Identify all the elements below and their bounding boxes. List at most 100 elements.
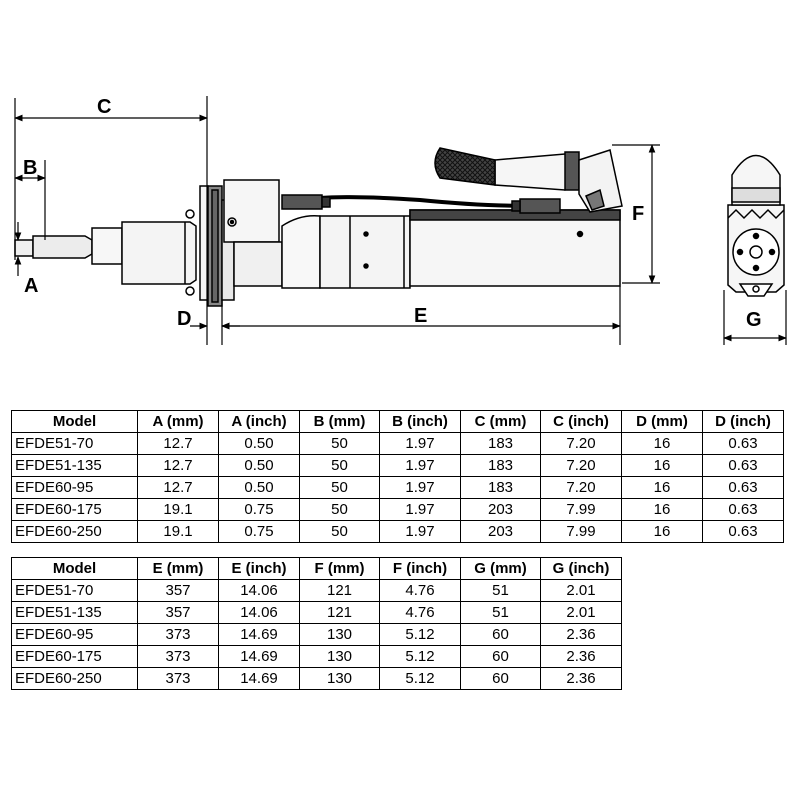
dim-label-c: C	[97, 96, 111, 118]
value-cell: 19.1	[137, 498, 219, 521]
value-cell: 2.36	[540, 667, 622, 690]
model-cell: EFDE60-175	[11, 498, 138, 521]
value-cell: 1.97	[379, 520, 461, 543]
model-cell: EFDE51-135	[11, 601, 138, 624]
socket-adapter	[32, 235, 93, 259]
header-cell: G (inch)	[540, 557, 622, 580]
value-cell: 357	[137, 601, 219, 624]
value-cell: 0.63	[702, 432, 784, 455]
value-cell: 60	[460, 623, 541, 646]
motor-cylinder	[319, 215, 411, 289]
value-cell: 16	[621, 520, 703, 543]
value-cell: 16	[621, 476, 703, 499]
value-cell: 1.97	[379, 498, 461, 521]
connector-right	[519, 198, 561, 214]
lower-block	[233, 241, 283, 287]
value-cell: 373	[137, 667, 219, 690]
value-cell: 7.20	[540, 432, 622, 455]
value-cell: 50	[299, 432, 380, 455]
header-cell: G (mm)	[460, 557, 541, 580]
knurled-grip	[434, 147, 496, 186]
value-cell: 2.01	[540, 579, 622, 602]
tool-side-view	[14, 147, 623, 307]
value-cell: 203	[460, 520, 541, 543]
value-cell: 357	[137, 579, 219, 602]
value-cell: 0.63	[702, 476, 784, 499]
value-cell: 7.20	[540, 454, 622, 477]
table-header-row: Model E (mm) E (inch) F (mm) F (inch) G …	[11, 557, 622, 580]
value-cell: 183	[460, 476, 541, 499]
model-cell: EFDE51-70	[11, 579, 138, 602]
value-cell: 50	[299, 498, 380, 521]
value-cell: 0.50	[218, 432, 300, 455]
value-cell: 12.7	[137, 432, 219, 455]
model-cell: EFDE51-135	[11, 454, 138, 477]
value-cell: 51	[460, 579, 541, 602]
value-cell: 60	[460, 667, 541, 690]
value-cell: 1.97	[379, 432, 461, 455]
value-cell: 130	[299, 623, 380, 646]
value-cell: 121	[299, 601, 380, 624]
value-cell: 2.36	[540, 645, 622, 668]
dimension-letters: C B A D E F G	[23, 96, 762, 331]
value-cell: 50	[299, 476, 380, 499]
value-cell: 16	[621, 498, 703, 521]
value-cell: 203	[460, 498, 541, 521]
dimension-lines	[14, 96, 787, 345]
value-cell: 14.69	[218, 623, 300, 646]
header-cell: E (inch)	[218, 557, 300, 580]
tool-dimension-drawing: C B A D E F G	[14, 96, 787, 345]
value-cell: 7.99	[540, 498, 622, 521]
square-drive	[14, 239, 34, 257]
model-cell: EFDE60-175	[11, 645, 138, 668]
value-cell: 14.69	[218, 667, 300, 690]
header-cell: E (mm)	[137, 557, 219, 580]
value-cell: 1.97	[379, 454, 461, 477]
value-cell: 4.76	[379, 601, 461, 624]
value-cell: 12.7	[137, 454, 219, 477]
table-header-row: Model A (mm) A (inch) B (mm) B (inch) C …	[11, 410, 784, 433]
value-cell: 7.99	[540, 520, 622, 543]
value-cell: 2.36	[540, 623, 622, 646]
dim-label-b: B	[23, 157, 37, 179]
header-cell: C (inch)	[540, 410, 622, 433]
value-cell: 0.63	[702, 520, 784, 543]
reaction-body	[121, 221, 197, 285]
front-housing	[91, 227, 123, 265]
header-cell: Model	[11, 557, 138, 580]
dim-label-e: E	[414, 305, 427, 327]
handle	[494, 153, 576, 191]
value-cell: 130	[299, 645, 380, 668]
value-cell: 183	[460, 432, 541, 455]
value-cell: 14.69	[218, 645, 300, 668]
value-cell: 1.97	[379, 476, 461, 499]
value-cell: 5.12	[379, 623, 461, 646]
value-cell: 50	[299, 520, 380, 543]
value-cell: 183	[460, 454, 541, 477]
value-cell: 14.06	[218, 579, 300, 602]
header-cell: D (mm)	[621, 410, 703, 433]
header-cell: A (mm)	[137, 410, 219, 433]
dim-label-g: G	[746, 309, 762, 331]
header-cell: B (inch)	[379, 410, 461, 433]
value-cell: 5.12	[379, 645, 461, 668]
value-cell: 0.50	[218, 454, 300, 477]
connector-left	[281, 194, 323, 210]
value-cell: 51	[460, 601, 541, 624]
header-cell: A (inch)	[218, 410, 300, 433]
tool-front-view	[727, 154, 785, 297]
rear-housing	[409, 209, 621, 287]
value-cell: 16	[621, 454, 703, 477]
model-cell: EFDE60-250	[11, 667, 138, 690]
value-cell: 130	[299, 667, 380, 690]
value-cell: 19.1	[137, 520, 219, 543]
header-cell: Model	[11, 410, 138, 433]
value-cell: 373	[137, 623, 219, 646]
